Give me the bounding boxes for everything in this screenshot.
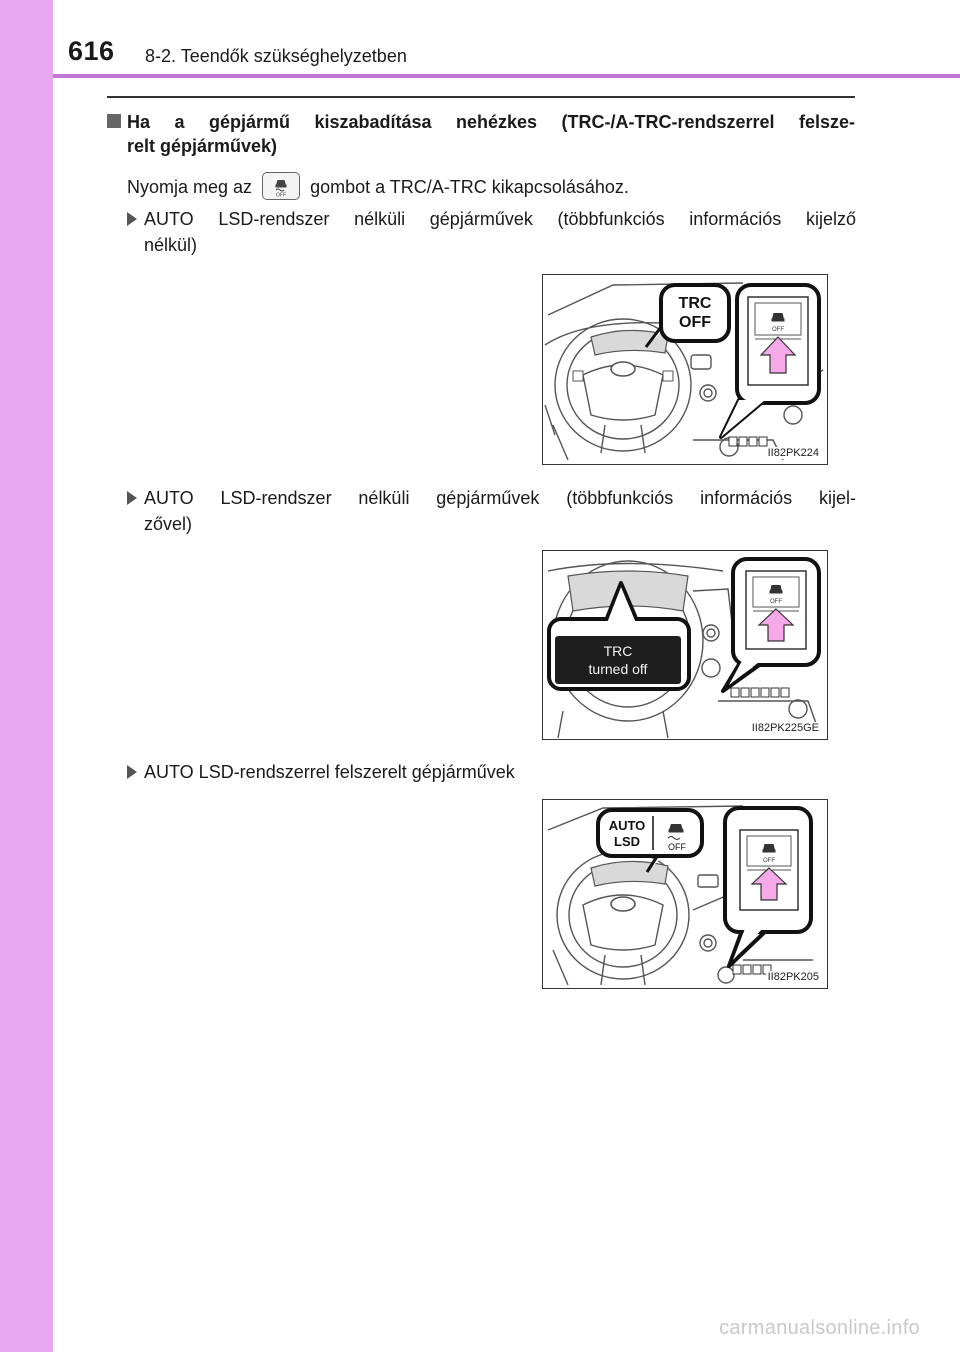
heading-line-2: relt gépjárművek) (127, 136, 278, 156)
figure-id: II82PK224 (765, 447, 821, 459)
bullet-with-auto-lsd: AUTO LSD-rendszerrel felszerelt gépjármű… (127, 759, 856, 785)
watermark: carmanualsonline.info (719, 1317, 920, 1339)
callout-auto-text: AUTO (609, 818, 646, 833)
bullet-no-lsd-with-display: AUTO LSD-rendszer nélküli gépjárművek (t… (127, 485, 856, 537)
bullet-no-lsd-no-display: AUTO LSD-rendszer nélküli gépjárművek (t… (127, 206, 856, 258)
dashboard-illustration-1: TRC OFF OFF (544, 282, 824, 461)
button-off-label: OFF (770, 599, 782, 605)
figure-auto-lsd-dashboard: AUTO LSD OFF OFF II82PK205 (542, 799, 828, 989)
instruction-after: gombot a TRC/A-TRC kikapcsolásához. (310, 177, 629, 197)
button-off-label: OFF (763, 858, 775, 864)
bullet-line-1: AUTO LSD-rendszer nélküli gépjárművek (t… (144, 209, 856, 229)
display-line-1: TRC (603, 643, 633, 659)
page-number: 616 (68, 36, 115, 66)
bullet-triangle-icon (127, 491, 137, 505)
bullet-line-2: nélkül) (144, 235, 198, 255)
figure-id: II82PK205 (765, 971, 821, 983)
bullet-triangle-icon (127, 765, 137, 779)
chapter-side-tab (0, 0, 53, 1352)
section-heading: Ha a gépjármű kiszabadítása nehézkes (TR… (107, 110, 855, 158)
header-rule (53, 74, 960, 78)
chapter-title: 8-2. Teendők szükséghelyzetben (145, 46, 407, 66)
figure-trc-turned-off-display: OFF TRC turned off II82PK225GE (542, 550, 828, 740)
bullet-line-1: AUTO LSD-rendszer nélküli gépjárművek (t… (144, 488, 856, 508)
heading-line-1: Ha a gépjármű kiszabadítása nehézkes (TR… (127, 112, 855, 132)
callout-off-text: OFF (668, 842, 686, 852)
button-icon-label: OFF (276, 193, 286, 199)
dashboard-illustration-3: AUTO LSD OFF OFF (547, 805, 813, 986)
figure-trc-off-dashboard: TRC OFF OFF II82PK224 (542, 274, 828, 465)
bullet-triangle-icon (127, 212, 137, 226)
callout-lsd-text: LSD (614, 834, 640, 849)
button-off-label: OFF (772, 327, 784, 333)
instruction-text: Nyomja meg az OFF gombot a TRC/A-TRC kik… (127, 172, 629, 200)
section-rule (107, 96, 855, 98)
callout-off-text: OFF (679, 314, 711, 331)
display-line-2: turned off (588, 661, 648, 677)
multi-info-display-message: TRC turned off (555, 636, 681, 684)
heading-square-icon (107, 114, 121, 128)
figure-id: II82PK225GE (749, 722, 821, 734)
callout-trc-text: TRC (679, 295, 712, 312)
instruction-before: Nyomja meg az (127, 177, 253, 197)
trc-off-button-icon: OFF (262, 172, 301, 200)
bullet-line-2: zővel) (144, 514, 193, 534)
bullet-line-1: AUTO LSD-rendszerrel felszerelt gépjármű… (144, 762, 515, 782)
